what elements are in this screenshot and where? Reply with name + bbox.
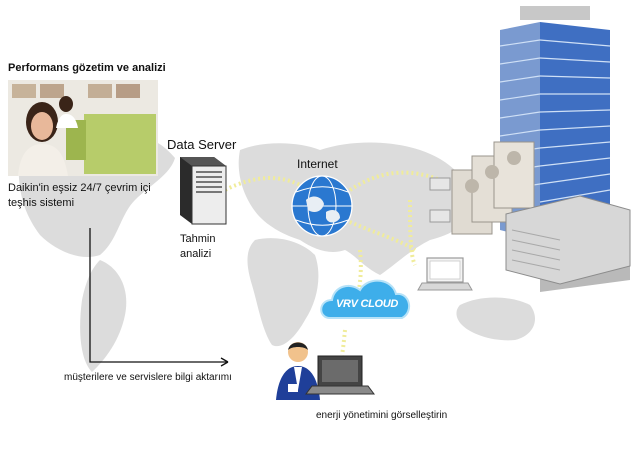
performance-title: Performans gözetim ve analizi xyxy=(8,62,166,74)
customer-info-label: müşterilere ve servislere bilgi aktarımı xyxy=(64,372,232,383)
daikin-system-label: Daikin'in eşsiz 24/7 çevrim içi teşhis s… xyxy=(8,182,151,209)
connection-lines xyxy=(224,170,441,356)
internet-globe-icon xyxy=(291,175,353,237)
data-server-label: Data Server xyxy=(167,137,237,152)
call-center-photo xyxy=(8,80,158,176)
ac-units-icon xyxy=(429,141,631,285)
vrv-cloud-label: VRV CLOUD xyxy=(336,298,399,310)
internet-label: Internet xyxy=(297,157,338,171)
vrv-cloud-icon xyxy=(320,279,411,319)
laptop-icon xyxy=(417,257,473,291)
prediction-analysis-label: Tahmin analizi xyxy=(178,232,242,262)
energy-management-label: enerji yönetimini görselleştirin xyxy=(316,410,448,421)
flow-arrow xyxy=(89,228,229,367)
user-icon xyxy=(276,342,375,400)
data-server-icon xyxy=(180,157,227,225)
